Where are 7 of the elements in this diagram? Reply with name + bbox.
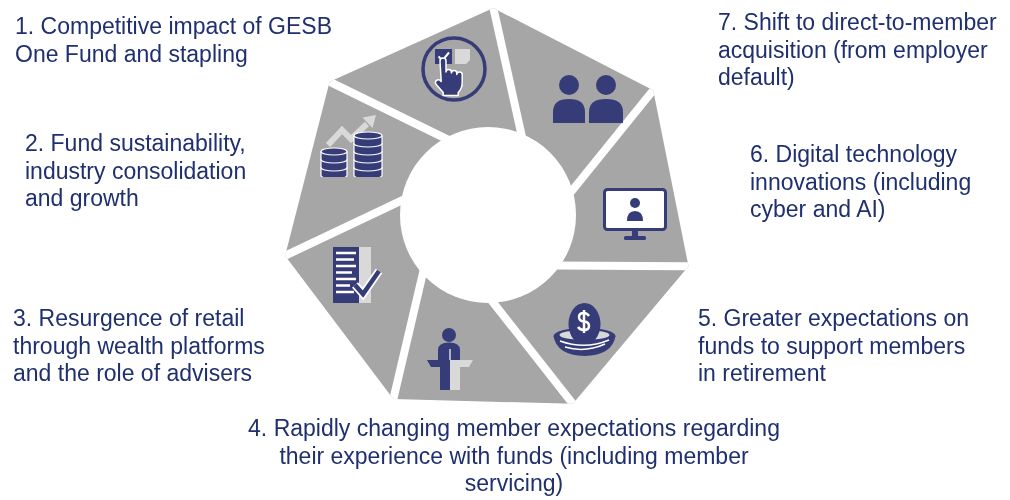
numbered-label: 1. Competitive impact of GESB One Fund and stapling [15, 13, 333, 68]
numbered-label: 4. Rapidly changing member expectations regarding their experience with funds (including member servicing) [247, 415, 781, 498]
numbered-label: 3. Resurgence of retail through wealth platforms and the role of advisers [13, 305, 266, 388]
numbered-label: 2. Fund sustainability, industry consolidation and growth [25, 130, 248, 213]
numbered-label: 6. Digital technology innovations (including cyber and AI) [750, 141, 973, 224]
numbered-label: 5. Greater expectations on funds to support members in retirement [698, 305, 971, 388]
numbered-label: 7. Shift to direct-to-member acquisition (from employer default) [718, 9, 998, 92]
